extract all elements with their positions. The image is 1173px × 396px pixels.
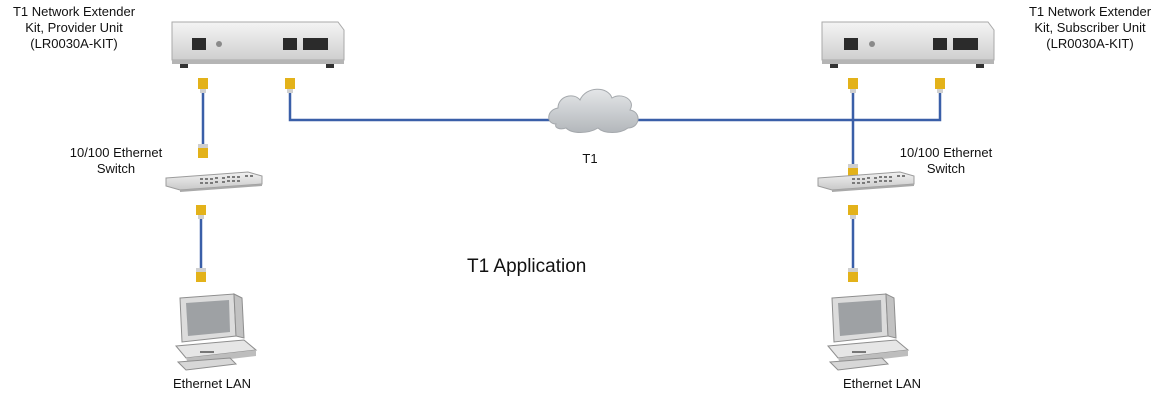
t1-cloud-label: T1 bbox=[582, 151, 598, 166]
cables bbox=[199, 92, 942, 268]
diagram-title: T1 Application bbox=[467, 256, 587, 277]
provider-unit-label-line3: (LR0030A-KIT) bbox=[30, 36, 118, 51]
connectors bbox=[196, 78, 945, 282]
provider-rj45-port-t1 bbox=[283, 38, 297, 50]
subscriber-rj45-port-t1 bbox=[933, 38, 947, 50]
connector-provider-lan bbox=[198, 78, 208, 93]
cable-t1-to-subscriber bbox=[628, 92, 942, 122]
provider-unit-label-line1: T1 Network Extender bbox=[12, 4, 136, 19]
subscriber-unit-label-line3: (LR0030A-KIT) bbox=[1046, 36, 1134, 51]
subscriber-unit-label: T1 Network Extender Kit, Subscriber Unit… bbox=[1010, 4, 1170, 52]
connector-right-switch-bottom bbox=[848, 205, 858, 219]
right-ethernet-switch-icon bbox=[817, 171, 915, 192]
connector-right-switch-top bbox=[848, 164, 858, 178]
subscriber-rj45-port-lan bbox=[844, 38, 858, 50]
cable-provider-t1-line bbox=[288, 92, 560, 122]
provider-led bbox=[216, 41, 222, 47]
connector-left-switch-bottom bbox=[196, 205, 206, 219]
right-computer-icon bbox=[827, 293, 910, 371]
connector-provider-t1 bbox=[285, 78, 295, 93]
subscriber-led bbox=[869, 41, 875, 47]
t1-cloud-icon bbox=[548, 88, 639, 133]
left-switch-label-line1: 10/100 Ethernet bbox=[69, 145, 163, 160]
right-switch-label-line1: 10/100 Ethernet bbox=[899, 145, 993, 160]
connector-subscriber-t1 bbox=[935, 78, 945, 93]
left-ethernet-switch-icon bbox=[165, 171, 263, 192]
left-computer-icon bbox=[175, 293, 258, 371]
subscriber-power-port bbox=[953, 38, 978, 50]
left-lan-label: Ethernet LAN bbox=[172, 376, 252, 391]
subscriber-unit-label-line2: Kit, Subscriber Unit bbox=[1034, 20, 1146, 35]
subscriber-unit-device bbox=[821, 21, 995, 68]
right-switch-label: 10/100 Ethernet Switch bbox=[884, 145, 1008, 177]
connector-right-pc bbox=[848, 268, 858, 282]
subscriber-unit-label-line1: T1 Network Extender bbox=[1028, 4, 1152, 19]
left-switch-label-line2: Switch bbox=[96, 161, 136, 176]
connector-subscriber-lan bbox=[848, 78, 858, 93]
right-switch-label-line2: Switch bbox=[926, 161, 966, 176]
connector-left-switch-top bbox=[198, 144, 208, 158]
provider-unit-label: T1 Network Extender Kit, Provider Unit (… bbox=[0, 4, 148, 52]
provider-unit-device bbox=[171, 21, 345, 68]
provider-unit-label-line2: Kit, Provider Unit bbox=[25, 20, 123, 35]
left-switch-label: 10/100 Ethernet Switch bbox=[54, 145, 178, 177]
connector-left-pc bbox=[196, 268, 206, 282]
provider-power-port bbox=[303, 38, 328, 50]
right-lan-label: Ethernet LAN bbox=[842, 376, 922, 391]
provider-rj45-port-lan bbox=[192, 38, 206, 50]
